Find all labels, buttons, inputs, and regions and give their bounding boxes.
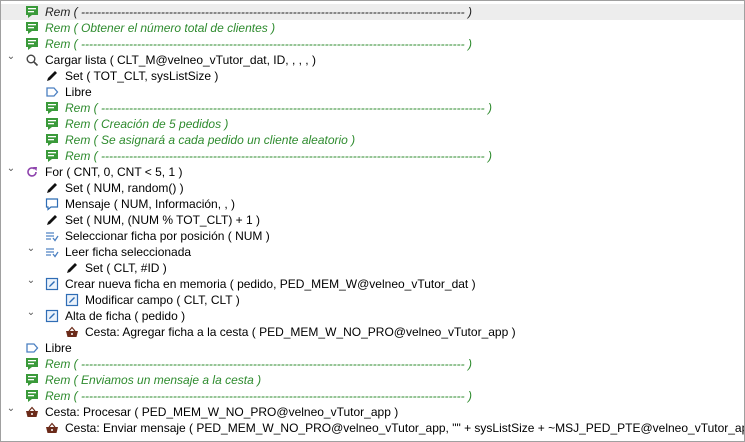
edit-icon [65, 293, 79, 307]
code-line[interactable]: Set ( CLT, #ID ) [1, 260, 744, 276]
rem-line[interactable]: Rem ( Obtener el número total de cliente… [1, 20, 744, 36]
chevron-down-icon[interactable]: ⌄ [6, 163, 16, 174]
code-line[interactable]: Cesta: Enviar mensaje ( PED_MEM_W_NO_PRO… [1, 420, 744, 436]
search-icon [25, 53, 39, 67]
rem-icon [25, 21, 39, 35]
rem-line[interactable]: Rem ( Creación de 5 pedidos ) [1, 116, 744, 132]
line-text: Libre [65, 85, 92, 99]
rem-line[interactable]: Rem ( ----------------------------------… [1, 148, 744, 164]
chevron-down-icon[interactable]: ⌄ [26, 275, 36, 286]
pencil-icon [45, 213, 59, 227]
line-text: Rem ( Se asignará a cada pedido un clien… [65, 133, 356, 147]
line-text: Rem ( ----------------------------------… [65, 101, 492, 115]
rem-line[interactable]: Rem ( ----------------------------------… [1, 36, 744, 52]
chevron-down-icon[interactable]: ⌄ [26, 243, 36, 254]
code-line[interactable]: Libre [1, 340, 744, 356]
code-line[interactable]: Modificar campo ( CLT, CLT ) [1, 292, 744, 308]
line-text: Rem ( ----------------------------------… [65, 149, 492, 163]
basket-icon [25, 405, 39, 419]
pencil-icon [65, 261, 79, 275]
rem-line[interactable]: Rem ( ----------------------------------… [1, 100, 744, 116]
rem-icon [25, 37, 39, 51]
pencil-icon [45, 69, 59, 83]
rem-icon [45, 117, 59, 131]
chevron-down-icon[interactable]: ⌄ [6, 403, 16, 414]
code-line[interactable]: ⌄ Leer ficha seleccionada [1, 244, 744, 260]
line-text: Rem ( Creación de 5 pedidos ) [65, 117, 229, 131]
rem-line[interactable]: Rem ( Enviamos un mensaje a la cesta ) [1, 372, 744, 388]
tag-icon [45, 85, 59, 99]
rem-icon [25, 357, 39, 371]
code-line[interactable]: Set ( NUM, (NUM % TOT_CLT) + 1 ) [1, 212, 744, 228]
code-line[interactable]: ⌄ Cargar lista ( CLT_M@velneo_vTutor_dat,… [1, 52, 744, 68]
line-text: Cesta: Agregar ficha a la cesta ( PED_ME… [85, 325, 516, 339]
list-icon [45, 229, 59, 243]
line-text: Mensaje ( NUM, Información, , ) [65, 197, 236, 211]
line-text: Cesta: Enviar mensaje ( PED_MEM_W_NO_PRO… [65, 421, 745, 435]
line-text: Set ( TOT_CLT, sysListSize ) [65, 69, 219, 83]
list-icon [45, 245, 59, 259]
rem-line[interactable]: Rem ( ----------------------------------… [1, 388, 744, 404]
line-text: Seleccionar ficha por posición ( NUM ) [65, 229, 270, 243]
line-text: Rem ( ----------------------------------… [45, 389, 472, 403]
code-line[interactable]: Seleccionar ficha por posición ( NUM ) [1, 228, 744, 244]
basket-icon [65, 325, 79, 339]
line-text: Crear nueva ficha en memoria ( pedido, P… [65, 277, 476, 291]
loop-icon [25, 165, 39, 179]
line-text: Leer ficha seleccionada [65, 245, 192, 259]
pencil-icon [45, 181, 59, 195]
line-text: For ( CNT, 0, CNT < 5, 1 ) [45, 165, 183, 179]
code-line[interactable]: Mensaje ( NUM, Información, , ) [1, 196, 744, 212]
line-text: Cargar lista ( CLT_M@velneo_vTutor_dat, … [45, 53, 316, 67]
code-line[interactable]: ⌄ For ( CNT, 0, CNT < 5, 1 ) [1, 164, 744, 180]
rem-icon [25, 373, 39, 387]
code-line[interactable]: Libre [1, 84, 744, 100]
chevron-down-icon[interactable]: ⌄ [26, 307, 36, 318]
rem-icon [45, 133, 59, 147]
rem-icon [25, 389, 39, 403]
line-text: Set ( NUM, random() ) [65, 181, 184, 195]
rem-line[interactable]: Rem ( ----------------------------------… [1, 4, 744, 20]
line-text: Rem ( ----------------------------------… [45, 357, 472, 371]
message-icon [45, 197, 59, 211]
rem-icon [25, 5, 39, 19]
code-line[interactable]: ⌄ Cesta: Procesar ( PED_MEM_W_NO_PRO@veln… [1, 404, 744, 420]
line-text: Libre [45, 341, 72, 355]
line-text: Rem ( ----------------------------------… [45, 37, 472, 51]
line-text: Rem ( ----------------------------------… [45, 5, 472, 19]
line-text: Modificar campo ( CLT, CLT ) [85, 293, 240, 307]
rem-icon [45, 149, 59, 163]
code-line[interactable]: Cesta: Agregar ficha a la cesta ( PED_ME… [1, 324, 744, 340]
edit-icon [45, 277, 59, 291]
basket-icon [45, 421, 59, 435]
line-text: Rem ( Enviamos un mensaje a la cesta ) [45, 373, 262, 387]
rem-icon [45, 101, 59, 115]
line-text: Set ( NUM, (NUM % TOT_CLT) + 1 ) [65, 213, 261, 227]
edit-icon [45, 309, 59, 323]
line-text: Alta de ficha ( pedido ) [65, 309, 186, 323]
chevron-down-icon[interactable]: ⌄ [6, 51, 16, 62]
line-text: Set ( CLT, #ID ) [85, 261, 167, 275]
rem-line[interactable]: Rem ( ----------------------------------… [1, 356, 744, 372]
code-line[interactable]: ⌄ Alta de ficha ( pedido ) [1, 308, 744, 324]
line-text: Cesta: Procesar ( PED_MEM_W_NO_PRO@velne… [45, 405, 399, 419]
tag-icon [25, 341, 39, 355]
code-line[interactable]: Set ( NUM, random() ) [1, 180, 744, 196]
code-line[interactable]: ⌄ Crear nueva ficha en memoria ( pedido, … [1, 276, 744, 292]
code-line[interactable]: Set ( TOT_CLT, sysListSize ) [1, 68, 744, 84]
rem-line[interactable]: Rem ( Se asignará a cada pedido un clien… [1, 132, 744, 148]
line-text: Rem ( Obtener el número total de cliente… [45, 21, 276, 35]
